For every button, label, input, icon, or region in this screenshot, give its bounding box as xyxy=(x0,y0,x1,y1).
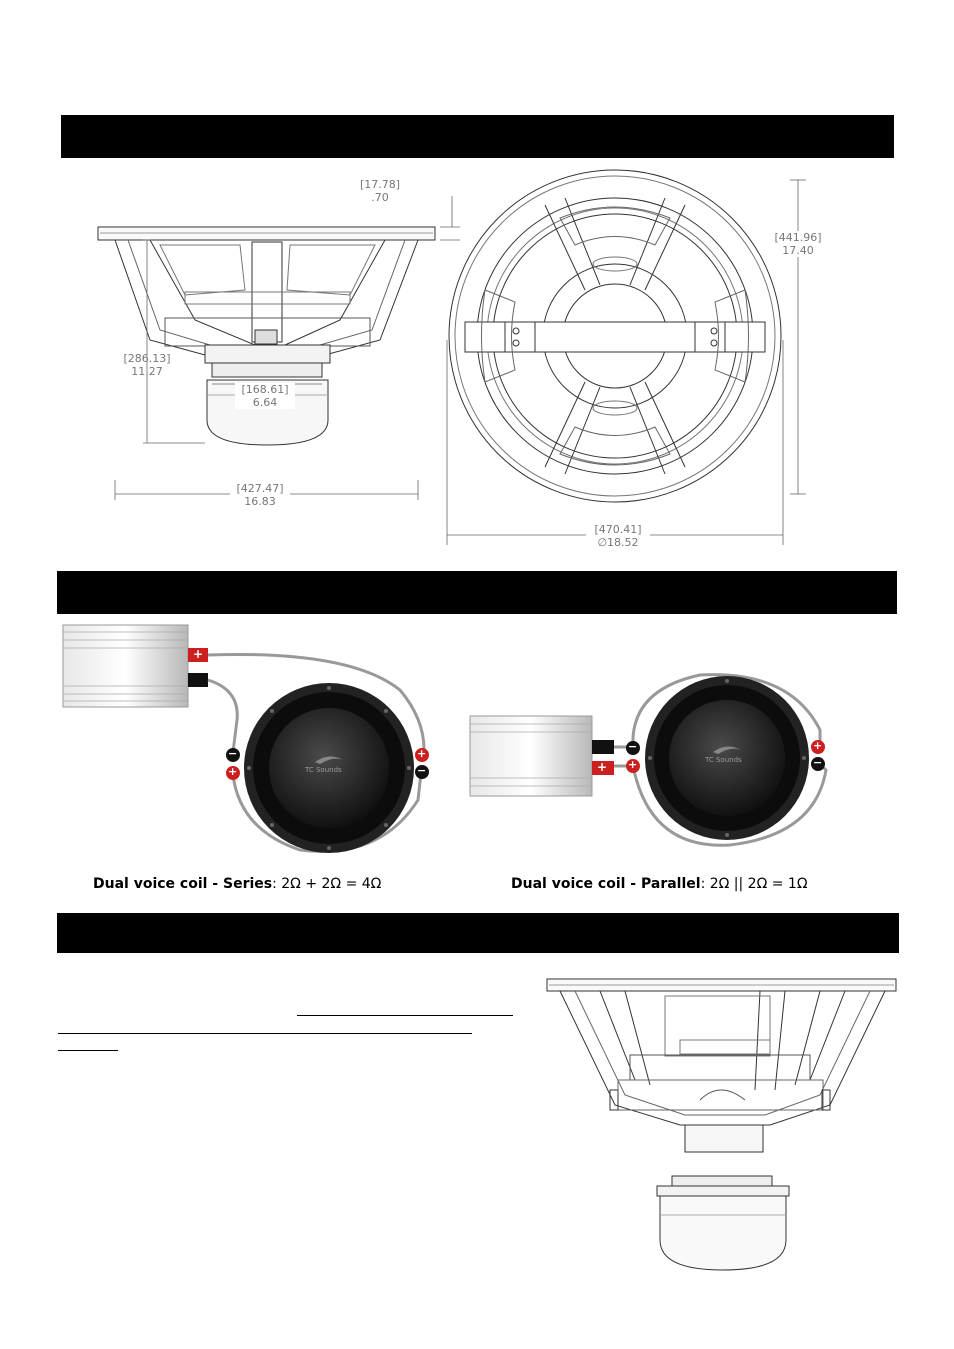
mount-depth-mm: [17.78] xyxy=(359,178,401,191)
parallel-brand-logo: TC Sounds xyxy=(705,756,742,764)
underline-1 xyxy=(297,1015,513,1016)
cutout-diameter-mm: [441.96] xyxy=(774,231,822,244)
series-coil-plus-label: + xyxy=(228,765,238,778)
series-coil-minus-label: − xyxy=(228,747,238,760)
section-header-assembly xyxy=(57,913,899,953)
underline-3 xyxy=(58,1050,118,1051)
overall-depth-in: 16.83 xyxy=(244,495,276,508)
outer-diameter-dim: [470.41] ∅18.52 xyxy=(586,523,650,549)
series-title: Dual voice coil - Series xyxy=(93,876,273,892)
series-coil2-plus-label: + xyxy=(417,747,427,760)
parallel-caption: Dual voice coil - Parallel: 2Ω || 2Ω = 1… xyxy=(511,876,808,892)
parallel-formula: : 2Ω || 2Ω = 1Ω xyxy=(700,876,808,892)
basket-height-mm: [286.13] xyxy=(123,352,171,365)
outer-diameter-in: ∅18.52 xyxy=(597,536,639,549)
magnet-diameter-in: 6.64 xyxy=(252,396,278,409)
mount-depth-in: .70 xyxy=(371,191,389,204)
cutout-diameter-dim: [441.96] 17.40 xyxy=(768,231,828,257)
parallel-coil-minus-label: − xyxy=(628,740,638,753)
parallel-amplifier xyxy=(469,715,614,797)
cutout-diameter-in: 17.40 xyxy=(782,244,814,257)
series-brand-logo: TC Sounds xyxy=(305,766,342,774)
overall-depth-dim: [427.47] 16.83 xyxy=(230,482,290,508)
mount-depth-dim: [17.78] .70 xyxy=(355,178,405,204)
front-view-drawing xyxy=(446,169,806,545)
parallel-speaker xyxy=(645,676,809,840)
basket-height-dim: [286.13] 11.27 xyxy=(118,352,176,378)
section-header-wiring xyxy=(57,571,897,614)
series-amplifier xyxy=(62,624,208,708)
wiring-diagrams xyxy=(62,624,828,853)
series-amp-plus-label: + xyxy=(193,647,204,661)
parallel-coil2-minus-label: − xyxy=(813,756,823,769)
parallel-coil2-plus-label: + xyxy=(813,739,823,752)
parallel-coil-plus-label: + xyxy=(628,758,638,771)
magnet-diameter-dim: [168.61] 6.64 xyxy=(235,383,295,409)
underline-2 xyxy=(58,1033,472,1034)
series-caption: Dual voice coil - Series: 2Ω + 2Ω = 4Ω xyxy=(93,876,381,892)
parallel-title: Dual voice coil - Parallel xyxy=(511,876,701,892)
series-coil2-minus-label: − xyxy=(417,764,427,777)
section-header-dimensions xyxy=(61,115,894,158)
outer-diameter-mm: [470.41] xyxy=(594,523,642,536)
overall-depth-mm: [427.47] xyxy=(236,482,284,495)
magnet-diameter-mm: [168.61] xyxy=(241,383,289,396)
series-speaker xyxy=(244,683,414,853)
parallel-amp-plus-label: + xyxy=(597,760,608,774)
series-formula: : 2Ω + 2Ω = 4Ω xyxy=(272,876,382,892)
basket-height-in: 11.27 xyxy=(131,365,163,378)
